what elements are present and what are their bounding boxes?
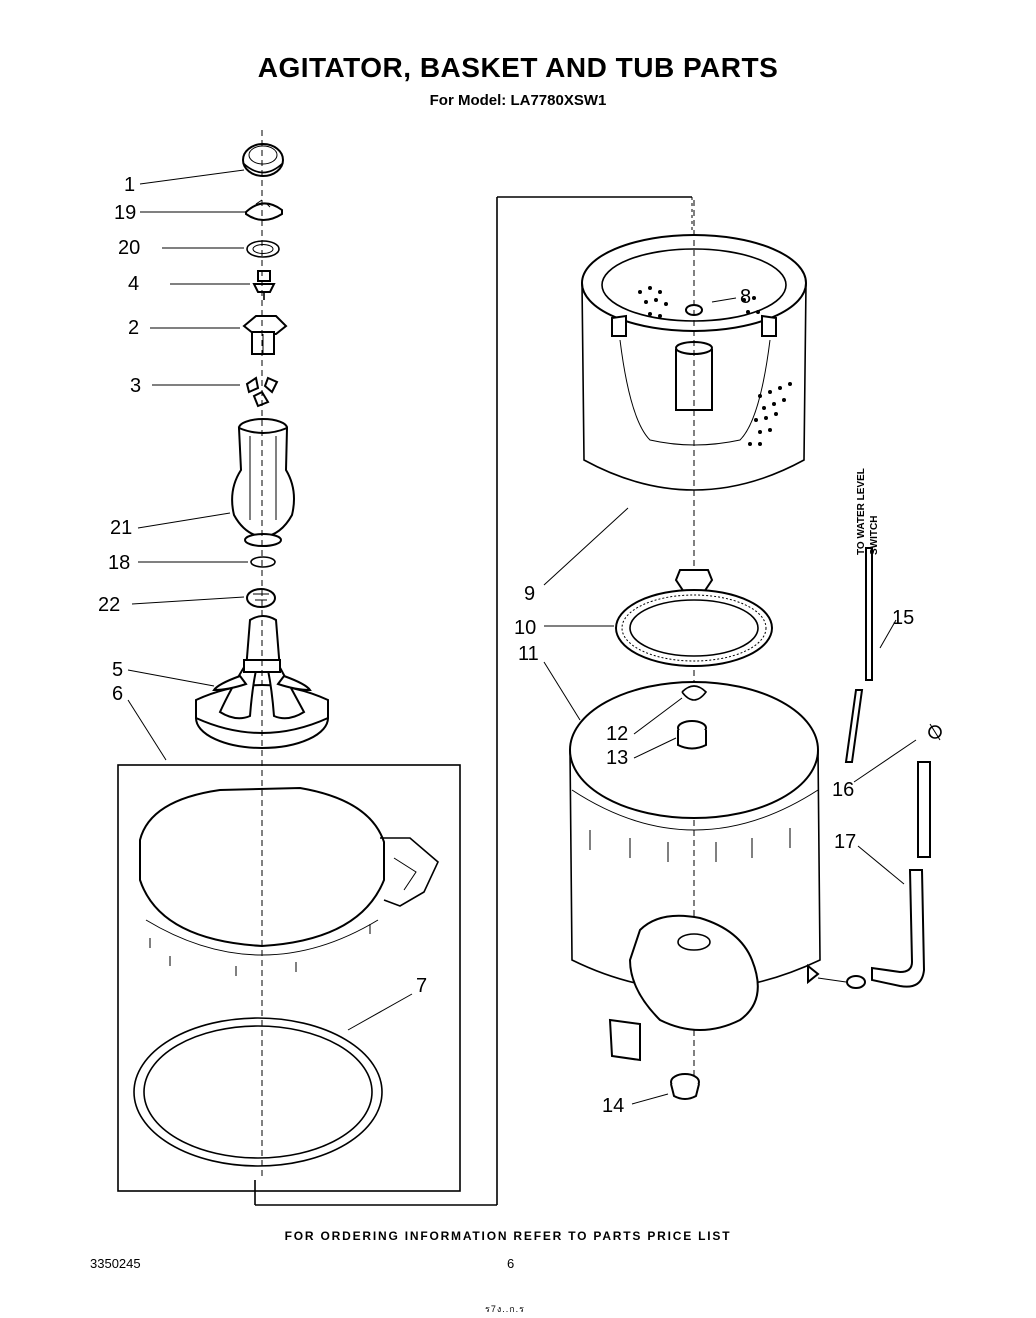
callout-4: 4: [128, 273, 139, 295]
callout-13: 13: [606, 747, 628, 769]
hub-nut: [677, 720, 707, 750]
water-level-hose: [844, 547, 873, 763]
dog-assembly: [242, 315, 288, 355]
water-level-switch-label: TO WATER LEVEL SWITCH: [855, 415, 885, 555]
callout-2: 2: [128, 317, 139, 339]
callout-17: 17: [834, 831, 856, 853]
agitator-base: [195, 615, 329, 749]
cap-insert: [245, 199, 283, 221]
callout-6: 6: [112, 683, 123, 705]
callout-numbers: 1 19 20 4 2 3 21 18 22 5 6 7 8 9 10 11 1…: [98, 174, 914, 1117]
callout-16: 16: [832, 779, 854, 801]
callout-11: 11: [518, 643, 539, 665]
outer-tub-ring: [139, 786, 439, 976]
callout-3: 3: [130, 375, 141, 397]
basket-holes: [638, 286, 792, 446]
page-title: AGITATOR, BASKET AND TUB PARTS: [257, 52, 779, 83]
ordering-info-note: FOR ORDERING INFORMATION REFER TO PARTS …: [284, 1229, 732, 1243]
callout-12: 12: [606, 723, 628, 745]
callout-10: 10: [514, 617, 536, 639]
document-number: 3350245: [90, 1256, 141, 1271]
water-level-label-line2: SWITCH: [869, 515, 880, 555]
callout-22: 22: [98, 594, 120, 616]
drive-bell: [246, 588, 276, 608]
water-level-label-line1: TO WATER LEVEL: [856, 468, 867, 555]
model-subtitle: For Model: LA7780XSW1: [429, 92, 607, 109]
callout-19: 19: [114, 202, 136, 224]
callout-1: 1: [124, 174, 135, 196]
callout-7: 7: [416, 975, 427, 997]
outer-tub: [569, 681, 821, 1062]
hose-clamp: [928, 723, 942, 741]
fill-hose: [817, 761, 931, 989]
scan-mark: ร7ง..ก.ร: [485, 1304, 526, 1314]
agitator-cap: [242, 143, 284, 177]
basket-drive-hub: [615, 569, 773, 667]
callout-8: 8: [740, 286, 751, 308]
callout-21: 21: [110, 517, 132, 539]
callout-15: 15: [892, 607, 914, 629]
page-number: 6: [507, 1256, 515, 1271]
drain-plug: [670, 1073, 700, 1100]
callout-5: 5: [112, 659, 123, 681]
callout-9: 9: [524, 583, 535, 605]
seal-ring: [246, 240, 280, 258]
stud-bolt: [252, 270, 276, 300]
callout-18: 18: [108, 552, 130, 574]
leader-lines: [127, 169, 917, 1105]
barrel-seal: [250, 556, 276, 568]
callout-20: 20: [118, 237, 140, 259]
callout-14: 14: [602, 1095, 624, 1117]
dogs: [245, 376, 279, 408]
agitator-barrel: [231, 418, 295, 547]
snap-ring: [681, 685, 708, 701]
tub-seal-ring: [133, 1017, 383, 1167]
tub-ring-box: [117, 196, 693, 1206]
